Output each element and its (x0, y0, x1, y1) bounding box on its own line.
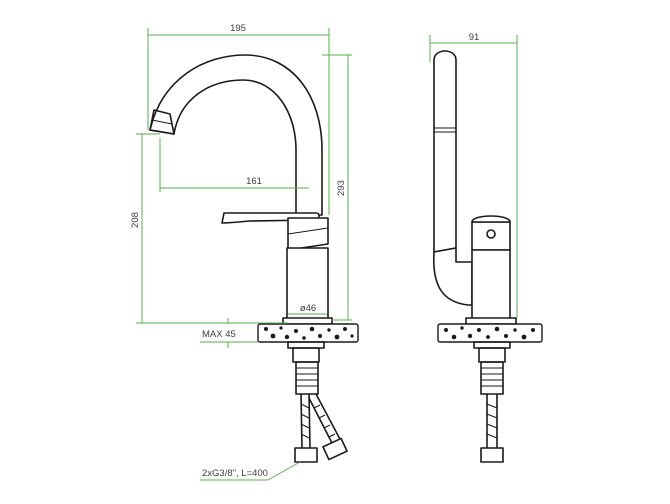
side-mount-thread (481, 367, 503, 387)
side-body (471, 249, 511, 321)
dimension-lines (136, 28, 518, 481)
front-countertop-texture (264, 326, 354, 340)
label-hoses: 2xG3/8", L=400 (202, 468, 268, 479)
side-mount-washer (473, 341, 511, 349)
side-hose (486, 393, 498, 449)
side-lever-cap (471, 215, 511, 223)
side-base (465, 317, 517, 325)
label-spout-height: 208 (130, 212, 141, 228)
dimension-labels: 195 161 293 208 ø46 MAX 45 91 2xG3/8", L… (130, 23, 479, 479)
front-hose-braid (300, 403, 336, 439)
side-countertop-texture (444, 326, 535, 340)
label-body-diameter: ø46 (300, 303, 316, 314)
side-lever-pin (486, 229, 496, 239)
front-spout (149, 54, 323, 216)
front-mount-thread (296, 367, 318, 387)
side-mount-nut (478, 347, 506, 363)
side-spout (433, 50, 457, 253)
side-hose-braid (486, 403, 498, 439)
front-mount-nut (292, 347, 320, 363)
label-side-depth: 91 (469, 32, 480, 43)
front-hose-right-nut (322, 437, 348, 461)
front-mount-rod (295, 361, 319, 395)
front-hose-left (300, 393, 311, 449)
front-hose-left-nut (294, 447, 318, 463)
front-base (282, 317, 333, 325)
front-lever (221, 212, 320, 224)
front-aerator (149, 109, 175, 135)
side-view (432, 50, 543, 463)
front-mount-washer (287, 341, 325, 349)
label-overall-width: 195 (230, 23, 246, 34)
side-countertop (437, 323, 543, 343)
front-countertop (257, 323, 359, 343)
front-hose-right (308, 393, 342, 446)
front-cartridge (287, 217, 329, 251)
label-spout-reach: 161 (246, 176, 262, 187)
side-hose-nut (480, 447, 504, 463)
front-view (149, 54, 359, 463)
label-total-height: 293 (336, 180, 347, 196)
label-max-countertop: MAX 45 (202, 329, 236, 340)
side-mount-rod (480, 361, 504, 395)
side-elbow (432, 247, 473, 306)
front-body (286, 247, 329, 321)
